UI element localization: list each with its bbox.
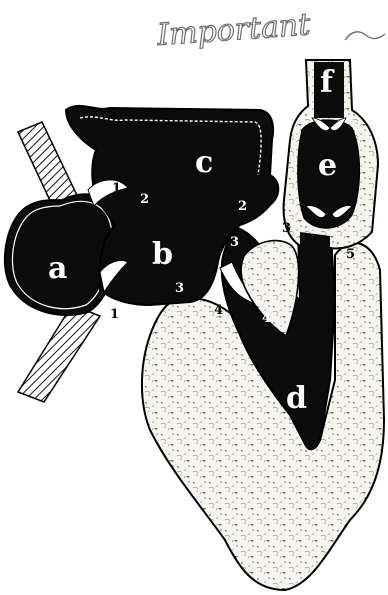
label-f: f: [320, 65, 335, 100]
label-4-left: 4: [214, 303, 223, 318]
label-c: c: [195, 145, 213, 180]
label-1-bottom: 1: [110, 307, 119, 322]
handwritten-note: Important: [155, 7, 312, 53]
label-5: 5: [346, 247, 355, 262]
label-e: e: [318, 148, 337, 183]
label-a: a: [48, 251, 67, 286]
label-3-right: 3: [282, 221, 291, 236]
handwritten-squiggle: [345, 32, 385, 40]
label-b: b: [152, 237, 173, 272]
lower-vein: [18, 305, 100, 402]
label-1-top: 1: [112, 181, 121, 196]
label-2-right: 2: [238, 199, 247, 214]
label-4-right: 4: [262, 311, 271, 326]
label-2-left: 2: [140, 192, 149, 207]
label-3-mid: 3: [175, 281, 184, 296]
label-3-top: 3: [230, 235, 239, 250]
label-d: d: [286, 381, 307, 416]
aorta-outflow: [300, 232, 330, 300]
